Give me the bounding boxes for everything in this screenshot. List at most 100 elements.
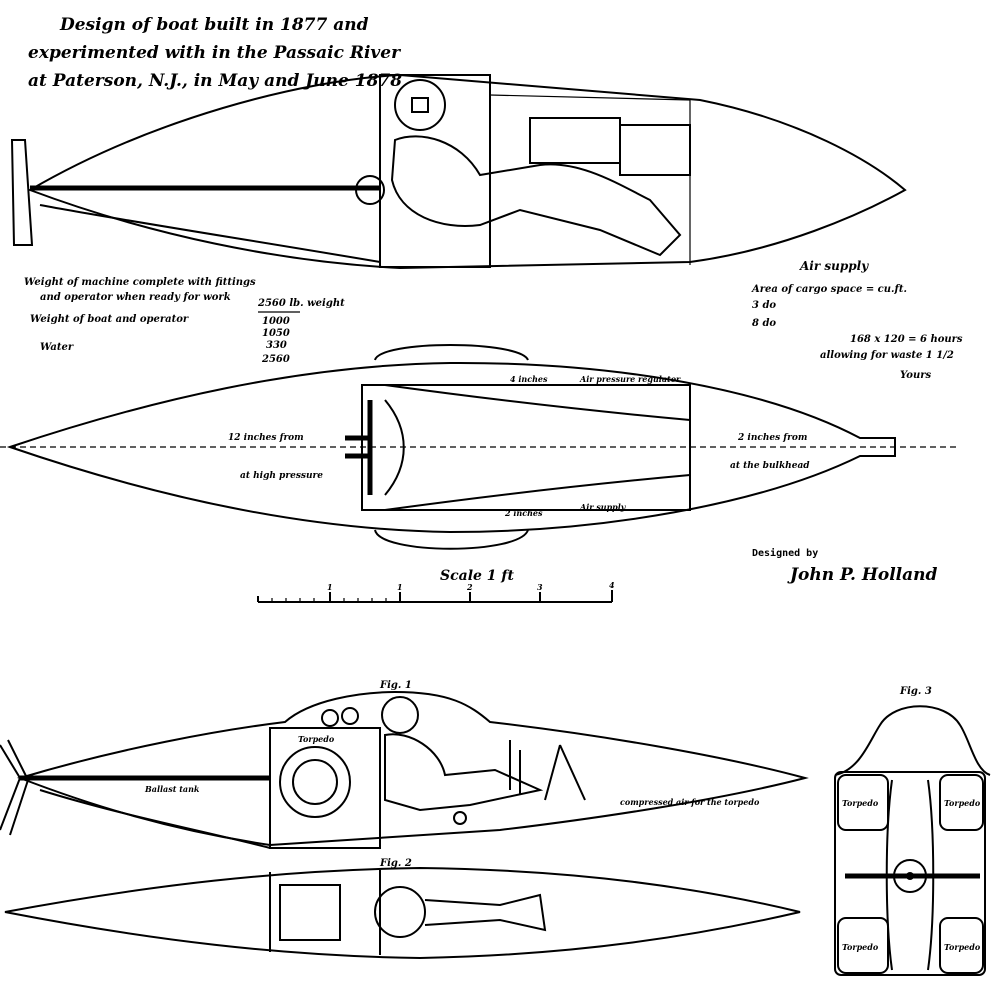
torpedo-label: Torpedo (842, 942, 879, 952)
plan-view: 4 inches Air pressure regulator 2 inches… (0, 344, 960, 550)
side-view-top (10, 73, 907, 270)
fig3-label: Fig. 3 (899, 686, 932, 697)
weight-sum-label: 2560 lb. weight (257, 298, 345, 309)
compartment-line (489, 94, 691, 265)
side-view-fig1: Fig. 1 Torpedo Ballast tank compressed a… (0, 680, 809, 849)
plan-label: at the bulkhead (730, 461, 810, 471)
fig1-label: Fig. 1 (379, 680, 412, 691)
fig2-operator-legs (424, 893, 547, 932)
plan-label: 12 inches from (228, 433, 304, 443)
torpedo-label: Torpedo (944, 798, 981, 808)
plan-interior-lines (384, 384, 691, 511)
weight-value: 2560 (261, 354, 290, 365)
fig1-torpedo-compartment (269, 727, 381, 849)
fig1-note: Ballast tank (144, 784, 200, 794)
fig2-hull-outline (4, 866, 801, 960)
torpedo-end-icon (279, 746, 351, 818)
title-line-1: Design of boat built in 1877 and (59, 15, 369, 35)
cabin-bulkhead (379, 74, 491, 268)
weight-value: 1050 (262, 328, 290, 339)
scale-ruler (257, 590, 613, 603)
fig3-hub (893, 859, 927, 893)
fig2-bulkheads (269, 870, 381, 955)
title-line-2: experimented with in the Passaic River (28, 43, 401, 63)
fig2-machinery (279, 884, 341, 941)
fig1-hull-outline (16, 690, 809, 847)
weight-note: Weight of machine complete with fittings… (24, 277, 345, 365)
scale-tick-label: 1 (397, 582, 403, 592)
plan-view-fig2: Fig. 2 (4, 858, 801, 960)
plan-coupling (345, 400, 373, 495)
fig3-frame (834, 771, 986, 976)
fig3-hub-center (906, 872, 914, 880)
scale-minor-ticks (271, 598, 387, 602)
operator-figure (390, 135, 682, 257)
plan-label: 4 inches (510, 374, 548, 384)
designer-credit: Designed by John P. Holland (752, 547, 938, 585)
weight-line-2: and operator when ready for work (40, 292, 231, 303)
weight-line-4: Water (40, 342, 74, 353)
torpedo-box (939, 917, 984, 974)
designer-signature: John P. Holland (787, 565, 938, 585)
fig1-propeller-icon (0, 739, 30, 836)
air-line: 3 do (752, 300, 776, 311)
fig2-label: Fig. 2 (379, 858, 412, 869)
keel-line (39, 204, 381, 263)
scale-tick-label: 3 (537, 582, 543, 592)
fig1-operator (384, 733, 544, 812)
weight-value: 330 (266, 340, 287, 351)
plan-compartment (361, 384, 691, 511)
air-line: 8 do (752, 318, 776, 329)
hatch-dome (374, 344, 529, 550)
fig1-helmet-icon (381, 696, 419, 734)
air-heading: Air supply (799, 259, 869, 273)
fig2-helmet-icon (374, 886, 426, 938)
machinery-box (529, 117, 621, 164)
fig3-keel-lines (885, 779, 935, 971)
torpedo-box (837, 774, 889, 831)
plan-label: at high pressure (240, 471, 323, 481)
scale-tick-label: 2 (466, 582, 473, 592)
scale-tick-label: 4 (609, 580, 615, 590)
plan-label: Air supply (579, 502, 627, 512)
plan-label: Air pressure regulator (579, 374, 681, 384)
scale-label: Scale 1 ft (440, 568, 514, 584)
air-line: Yours (900, 370, 931, 381)
helmet-window (411, 97, 429, 113)
weight-value: 1000 (262, 316, 290, 327)
fig1-machinery (509, 740, 586, 801)
fig1-wheel (321, 709, 339, 727)
fig1-note: compressed air for the torpedo (620, 797, 760, 807)
plan-label: 2 inches (504, 508, 543, 518)
air-line: Area of cargo space = cu.ft. (751, 284, 907, 295)
torpedo-box (837, 917, 889, 974)
hull-outline (27, 73, 907, 270)
air-line: allowing for waste 1 1/2 (820, 350, 954, 361)
fig1-torpedo-label: Torpedo (298, 734, 335, 744)
weight-line-1: Weight of machine complete with fittings (24, 277, 256, 288)
propeller-icon (10, 139, 34, 246)
plan-hull-outline (6, 361, 896, 534)
cross-section-fig3: Fig. 3 Torpedo Torpedo Torpedo Torpedo (834, 686, 991, 976)
title-note: Design of boat built in 1877 and experim… (28, 15, 402, 91)
fig1-pulley (453, 811, 467, 825)
fig1-keel (39, 789, 271, 849)
machinery-box-2 (619, 124, 691, 176)
designed-by-label: Designed by (752, 547, 818, 559)
torpedo-end-inner (292, 759, 338, 805)
torpedo-label: Torpedo (944, 942, 981, 952)
shaft-coupling (355, 175, 385, 205)
scale-tick-label: 1 (327, 582, 333, 592)
fig1-wheel (341, 707, 359, 725)
air-line: 168 x 120 = 6 hours (850, 334, 963, 345)
torpedo-box (939, 774, 984, 831)
air-supply-note: Air supply Area of cargo space = cu.ft. … (751, 259, 963, 381)
fig3-dome (834, 705, 991, 776)
torpedo-label: Torpedo (842, 798, 879, 808)
plan-label: 2 inches from (737, 433, 807, 443)
diver-helmet-icon (394, 79, 446, 131)
plan-bulkhead-curve (384, 399, 405, 496)
weight-line-3: Weight of boat and operator (30, 314, 189, 325)
